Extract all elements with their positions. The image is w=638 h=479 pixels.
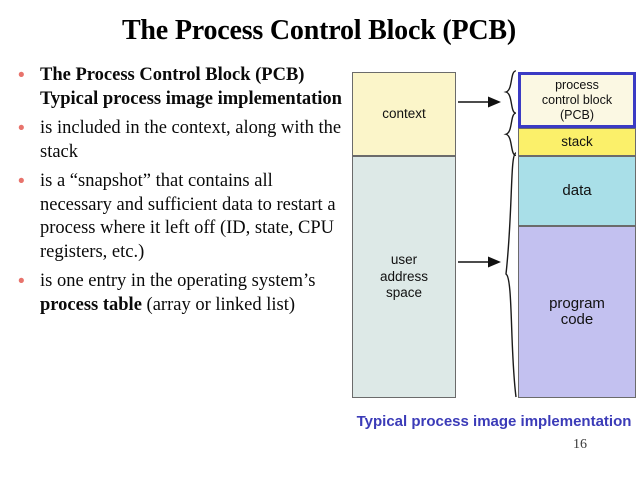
page-title: The Process Control Block (PCB) bbox=[121, 15, 517, 46]
diagram-block-label: context bbox=[382, 105, 426, 121]
list-item-text-tail: (array or linked list) bbox=[141, 294, 296, 315]
diagram-block-data: data bbox=[518, 156, 636, 226]
diagram-block-process-control-block: process control block (PCB) bbox=[518, 72, 636, 128]
arrow-right-icon bbox=[458, 96, 501, 108]
diagram-block-context: context bbox=[352, 72, 456, 156]
list-item-text: is one entry in the operating system’s p… bbox=[40, 270, 348, 317]
list-item-text: is a “snapshot” that contains all necess… bbox=[40, 171, 336, 262]
diagram-block-label-line: user bbox=[390, 252, 418, 268]
bullet-dot-icon: • bbox=[18, 271, 25, 292]
diagram-block-stack: stack bbox=[518, 128, 636, 156]
list-item-text-lead: is one entry in the operating system’s bbox=[40, 271, 316, 291]
diagram-caption: Typical process image implementation bbox=[356, 413, 632, 430]
diagram-block-program-code: program code bbox=[518, 226, 636, 398]
diagram-block-label-line: code bbox=[560, 311, 594, 328]
diagram-block-label: data bbox=[562, 181, 592, 199]
list-item: • is a “snapshot” that contains all nece… bbox=[18, 170, 348, 264]
curly-brace-top-icon bbox=[503, 70, 517, 157]
list-item-text: is included in the context, along with t… bbox=[40, 118, 342, 162]
diagram-block-label: stack bbox=[561, 133, 593, 149]
diagram-block-label-group: program code bbox=[549, 294, 605, 329]
list-item-text-emphasis: process table bbox=[40, 294, 142, 315]
diagram-block-label-group: user address space bbox=[380, 252, 428, 302]
list-item-text: The Process Control Block (PCB) Typical … bbox=[40, 65, 342, 109]
list-item: • is one entry in the operating system’s… bbox=[18, 270, 348, 317]
curly-brace-bottom-icon bbox=[505, 152, 517, 398]
bullet-dot-icon: • bbox=[18, 118, 25, 139]
arrow-right-icon bbox=[458, 256, 501, 268]
diagram-block-label-group: process control block (PCB) bbox=[542, 78, 612, 123]
diagram-block-label-line: control block bbox=[541, 92, 613, 107]
list-item: • The Process Control Block (PCB) Typica… bbox=[18, 64, 348, 111]
list-item: • is included in the context, along with… bbox=[18, 117, 348, 164]
diagram-block-label-line: space bbox=[385, 285, 423, 301]
diagram-block-label-line: program bbox=[549, 294, 605, 312]
bullet-dot-icon: • bbox=[18, 171, 25, 192]
diagram-block-label-line: address bbox=[379, 268, 429, 284]
process-image-diagram: context user address space bbox=[352, 70, 636, 402]
diagram-block-label-line: process bbox=[555, 77, 599, 92]
diagram-block-label-line: (PCB) bbox=[559, 107, 595, 122]
bullet-list: • The Process Control Block (PCB) Typica… bbox=[18, 64, 348, 323]
bullet-dot-icon: • bbox=[18, 65, 25, 86]
diagram-block-user-address-space: user address space bbox=[352, 156, 456, 398]
page-number: 16 bbox=[573, 437, 587, 452]
